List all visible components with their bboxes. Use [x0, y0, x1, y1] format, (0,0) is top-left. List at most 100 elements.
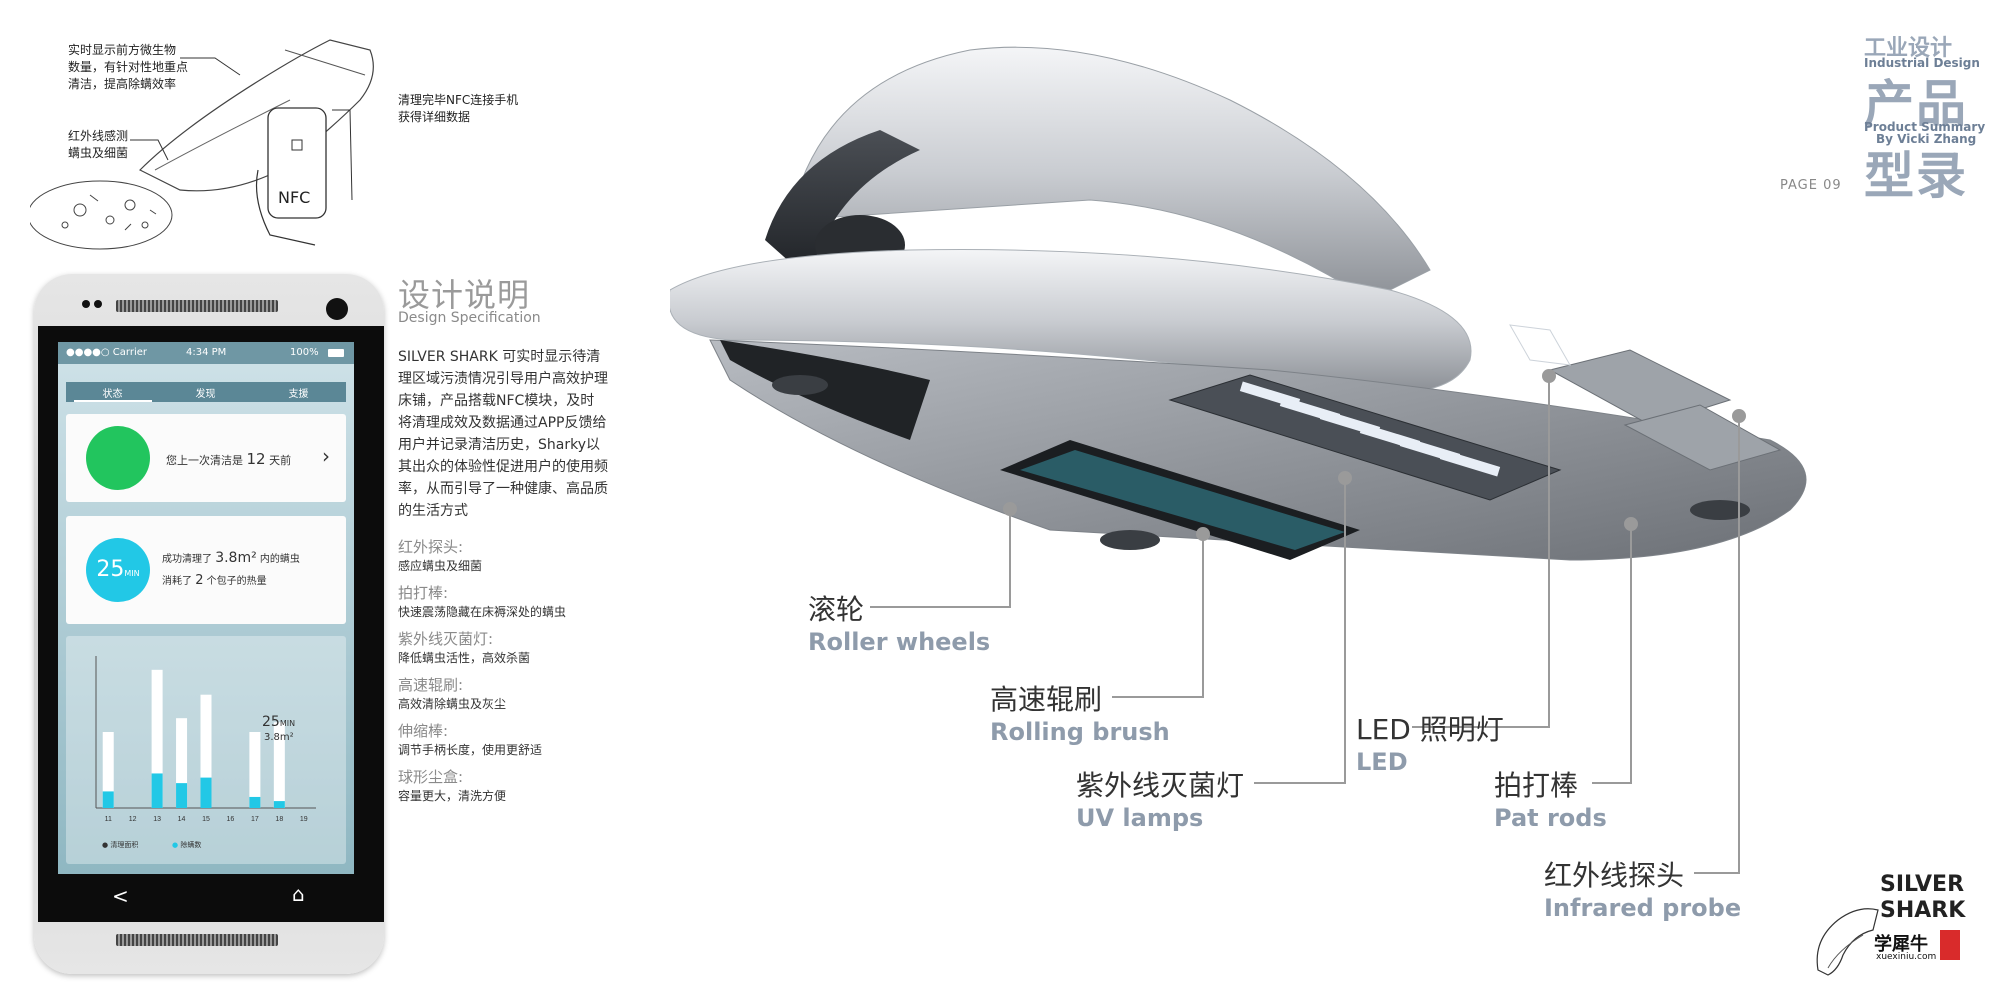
phone-sensor-dot: [94, 300, 102, 308]
callout-cn: 高速辊刷: [990, 683, 1103, 716]
duration-badge: 25MIN: [86, 538, 150, 602]
tick-label: 12: [129, 816, 137, 823]
last-clean-text: 您上一次清洁是 12 天前: [166, 450, 291, 468]
callout-en: Rolling brush: [990, 718, 1170, 746]
bar-area-13: [151, 669, 163, 808]
callout-cn: 拍打棒: [1494, 769, 1579, 802]
header-cn3: 型录: [1864, 147, 1968, 205]
result-area: 3.8m²: [215, 550, 257, 566]
legend-mites: ● 除螨数: [172, 841, 202, 849]
callout-en: Roller wheels: [808, 628, 991, 656]
sketch-illustration: [27, 20, 450, 260]
tick-label: 19: [300, 816, 308, 823]
spec-desc: 降低螨虫活性，高效杀菌: [398, 651, 531, 665]
watermark-url: xuexiniu.com: [1876, 952, 1937, 962]
callout-uv-lamps: 紫外线灭菌灯 UV lamps: [1076, 764, 1244, 832]
chevron-right-icon[interactable]: ›: [322, 444, 330, 468]
product-render: [670, 46, 1807, 561]
spec-title: 伸缩棒:: [398, 722, 449, 740]
result-text: 成功清理了: [162, 554, 212, 565]
carrier-label: ●●●●○ Carrier: [66, 347, 148, 358]
spec-title: 拍打棒:: [398, 584, 449, 602]
phone-speaker-top: [116, 300, 278, 312]
sketch-note-top: 实时显示前方微生物 数量，有针对性地重点 清洁，提高除螨效率: [68, 42, 188, 93]
chart-duration-number: 25: [262, 714, 280, 730]
bar-area-11: [102, 732, 114, 808]
callout-cn: 滚轮: [808, 593, 865, 626]
tab-support[interactable]: 支援: [288, 389, 309, 400]
last-clean-prefix: 您上一次清洁是: [166, 454, 243, 467]
spec-desc: 容量更大，清洗方便: [398, 789, 507, 803]
header-en1: Industrial Design: [1864, 56, 1980, 70]
status-bar: ●●●●○ Carrier 4:34 PM 100%: [58, 342, 354, 364]
spec-item: 红外探头: 感应螨虫及细菌: [398, 536, 618, 582]
tab-discover[interactable]: 发现: [195, 389, 216, 400]
spec-item: 拍打棒: 快速震荡隐藏在床褥深处的螨虫: [398, 582, 618, 628]
bar-area-17: [249, 732, 261, 808]
spec-desc: 感应螨虫及细菌: [398, 559, 483, 573]
brand-logo-sketch: [1816, 908, 1879, 976]
tick-label: 17: [251, 816, 259, 823]
clean-result-card: 25MIN 成功清理了 3.8m² 内的螨虫 消耗了 2 个包子的热量: [66, 516, 346, 624]
brand-line1: SILVER: [1880, 872, 1965, 897]
callout-roller-wheels: 滚轮 Roller wheels: [808, 588, 990, 656]
last-clean-days: 12: [246, 450, 266, 468]
result-count: 2: [195, 573, 204, 588]
header-cn1: 工业设计: [1864, 36, 1953, 61]
bar-area-15: [200, 694, 212, 808]
sketch-note-right: 清理完毕NFC连接手机 获得详细数据: [398, 92, 518, 126]
spec-desc: 调节手柄长度，使用更舒适: [398, 743, 543, 757]
page-number: PAGE 09: [1780, 178, 1842, 193]
legend-mites-label: 除螨数: [180, 841, 202, 849]
chart-area: 3.8m²: [264, 732, 294, 743]
bar-mites-13: [151, 773, 163, 808]
bar-area-14: [176, 718, 188, 808]
result-text: 消耗了: [162, 576, 192, 587]
phone-sensor-dot: [82, 300, 90, 308]
last-clean-card[interactable]: 您上一次清洁是 12 天前 ›: [66, 414, 346, 502]
result-text: 内的螨虫: [259, 554, 300, 565]
spec-item: 紫外线灭菌灯: 降低螨虫活性，高效杀菌: [398, 628, 618, 674]
phone-screen: ●●●●○ Carrier 4:34 PM 100% 状态 发现 支援 您上一次…: [58, 342, 354, 874]
microbe-status-icon: [86, 426, 150, 490]
tick-label: 14: [178, 816, 186, 823]
tick-label: 13: [153, 816, 161, 823]
callout-led: LED 照明灯 LED: [1356, 708, 1504, 776]
clean-result-line2: 消耗了 2 个包子的热量: [162, 572, 267, 588]
brand-name: SILVER SHARK: [1880, 872, 1965, 924]
spec-desc: 高效清除螨虫及灰尘: [398, 697, 507, 711]
header-by: By Vicki Zhang: [1876, 132, 1977, 146]
header-en2: Product Summary: [1864, 120, 1986, 134]
back-button[interactable]: <: [112, 884, 129, 908]
spec-title: 紫外线灭菌灯:: [398, 630, 494, 648]
callout-en: Infrared probe: [1544, 894, 1742, 922]
design-title: 设计说明: [398, 276, 531, 314]
bar-mites-17: [249, 796, 261, 808]
duration-unit: MIN: [124, 569, 140, 578]
nfc-label: NFC: [278, 188, 311, 207]
clean-result-line1: 成功清理了 3.8m² 内的螨虫: [162, 550, 300, 566]
legend-area: ● 清理面积: [102, 841, 139, 849]
watermark-badge: [1940, 930, 1960, 960]
battery-label: 100%: [290, 347, 319, 358]
note-line: 清理完毕NFC连接手机: [398, 93, 519, 107]
note-line: 获得详细数据: [398, 110, 471, 124]
clock-label: 4:34 PM: [186, 347, 227, 358]
callout-en: LED: [1356, 748, 1408, 776]
bar-mites-14: [176, 783, 188, 808]
watermark-text: 学犀牛: [1874, 934, 1928, 955]
note-line: 红外线感测: [68, 129, 129, 143]
tab-indicator: [74, 400, 152, 402]
callout-cn: 红外线探头: [1544, 859, 1685, 892]
callout-cn: 紫外线灭菌灯: [1076, 769, 1245, 802]
design-paragraph: SILVER SHARK 可实时显示待清理区域污渍情况引导用户高效护理床铺，产品…: [398, 349, 608, 519]
callout-rolling-brush: 高速辊刷 Rolling brush: [990, 678, 1170, 746]
app-tabs: 状态 发现 支援: [66, 382, 346, 402]
spec-title: 球形尘盒:: [398, 768, 464, 786]
tab-status[interactable]: 状态: [102, 389, 123, 400]
note-line: 实时显示前方微生物: [68, 43, 177, 57]
home-button[interactable]: ⌂: [292, 882, 305, 906]
